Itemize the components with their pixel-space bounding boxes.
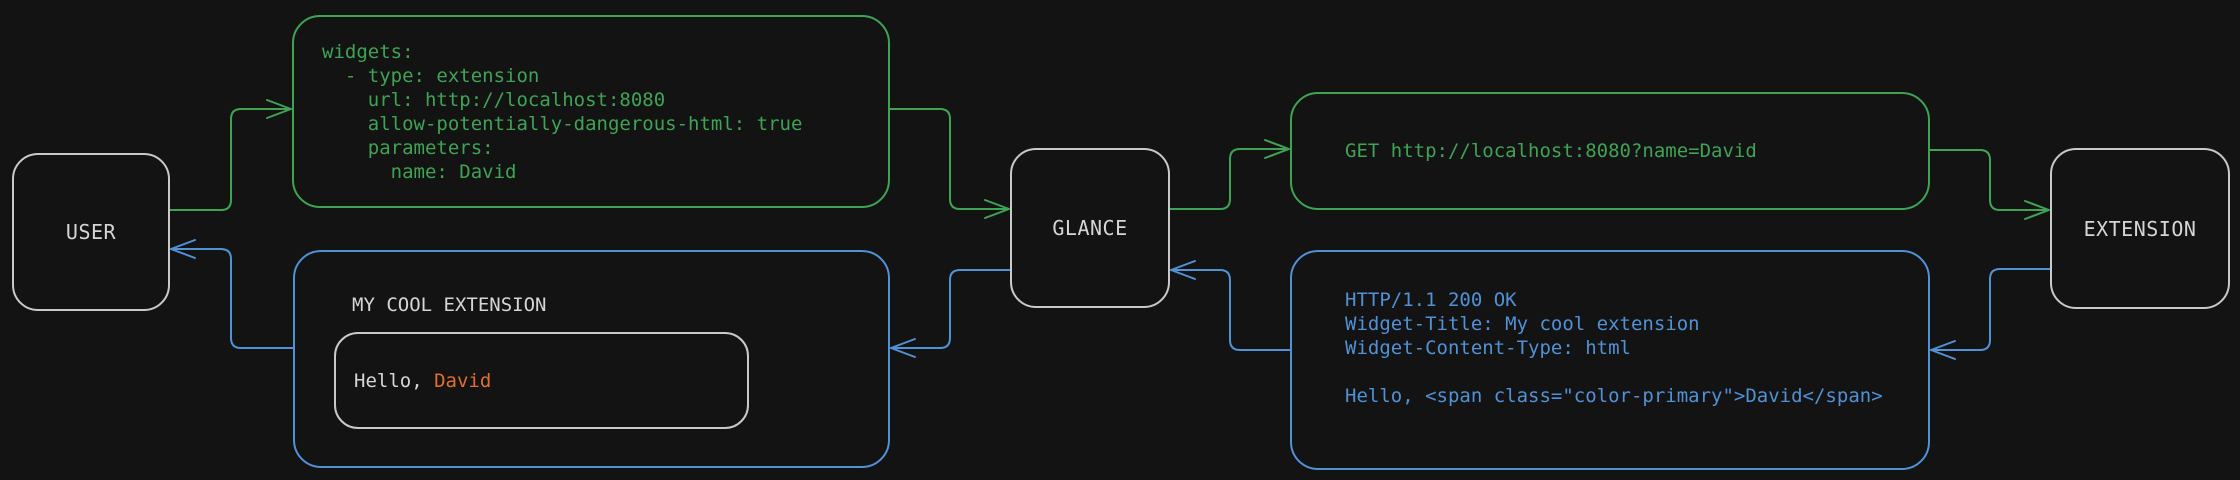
widget-message-name: David <box>434 369 492 392</box>
user-node: USER <box>12 153 170 311</box>
config-yaml-box: widgets: - type: extension url: http://l… <box>292 15 890 208</box>
arrow-widget-to-user <box>170 239 294 349</box>
arrow-request-to-extension <box>1929 149 2050 220</box>
extension-node-label: EXTENSION <box>2083 216 2197 241</box>
extension-node: EXTENSION <box>2050 148 2230 309</box>
arrow-glance-to-request <box>1169 139 1290 210</box>
http-request-code: GET http://localhost:8080?name=David <box>1345 140 1757 162</box>
glance-node: GLANCE <box>1010 148 1170 308</box>
arrow-config-to-glance <box>889 108 1010 219</box>
widget-message: Hello, David <box>354 370 491 392</box>
glance-node-label: GLANCE <box>1052 216 1128 240</box>
arrow-response-to-glance <box>1170 260 1291 351</box>
arrow-extension-to-response <box>1930 268 2051 360</box>
widget-message-prefix: Hello, <box>354 369 435 392</box>
config-yaml-code: widgets: - type: extension url: http://l… <box>322 40 803 183</box>
http-request-box: GET http://localhost:8080?name=David <box>1290 92 1930 210</box>
http-response-box: HTTP/1.1 200 OK Widget-Title: My cool ex… <box>1290 250 1930 470</box>
widget-content-box: Hello, David <box>334 332 749 429</box>
arrow-glance-to-widget <box>890 269 1011 358</box>
widget-preview-box: MY COOL EXTENSION Hello, David <box>293 250 890 468</box>
arrow-user-to-config <box>169 99 292 211</box>
widget-title: MY COOL EXTENSION <box>352 294 547 316</box>
user-node-label: USER <box>65 220 117 244</box>
http-response-code: HTTP/1.1 200 OK Widget-Title: My cool ex… <box>1345 289 1883 407</box>
